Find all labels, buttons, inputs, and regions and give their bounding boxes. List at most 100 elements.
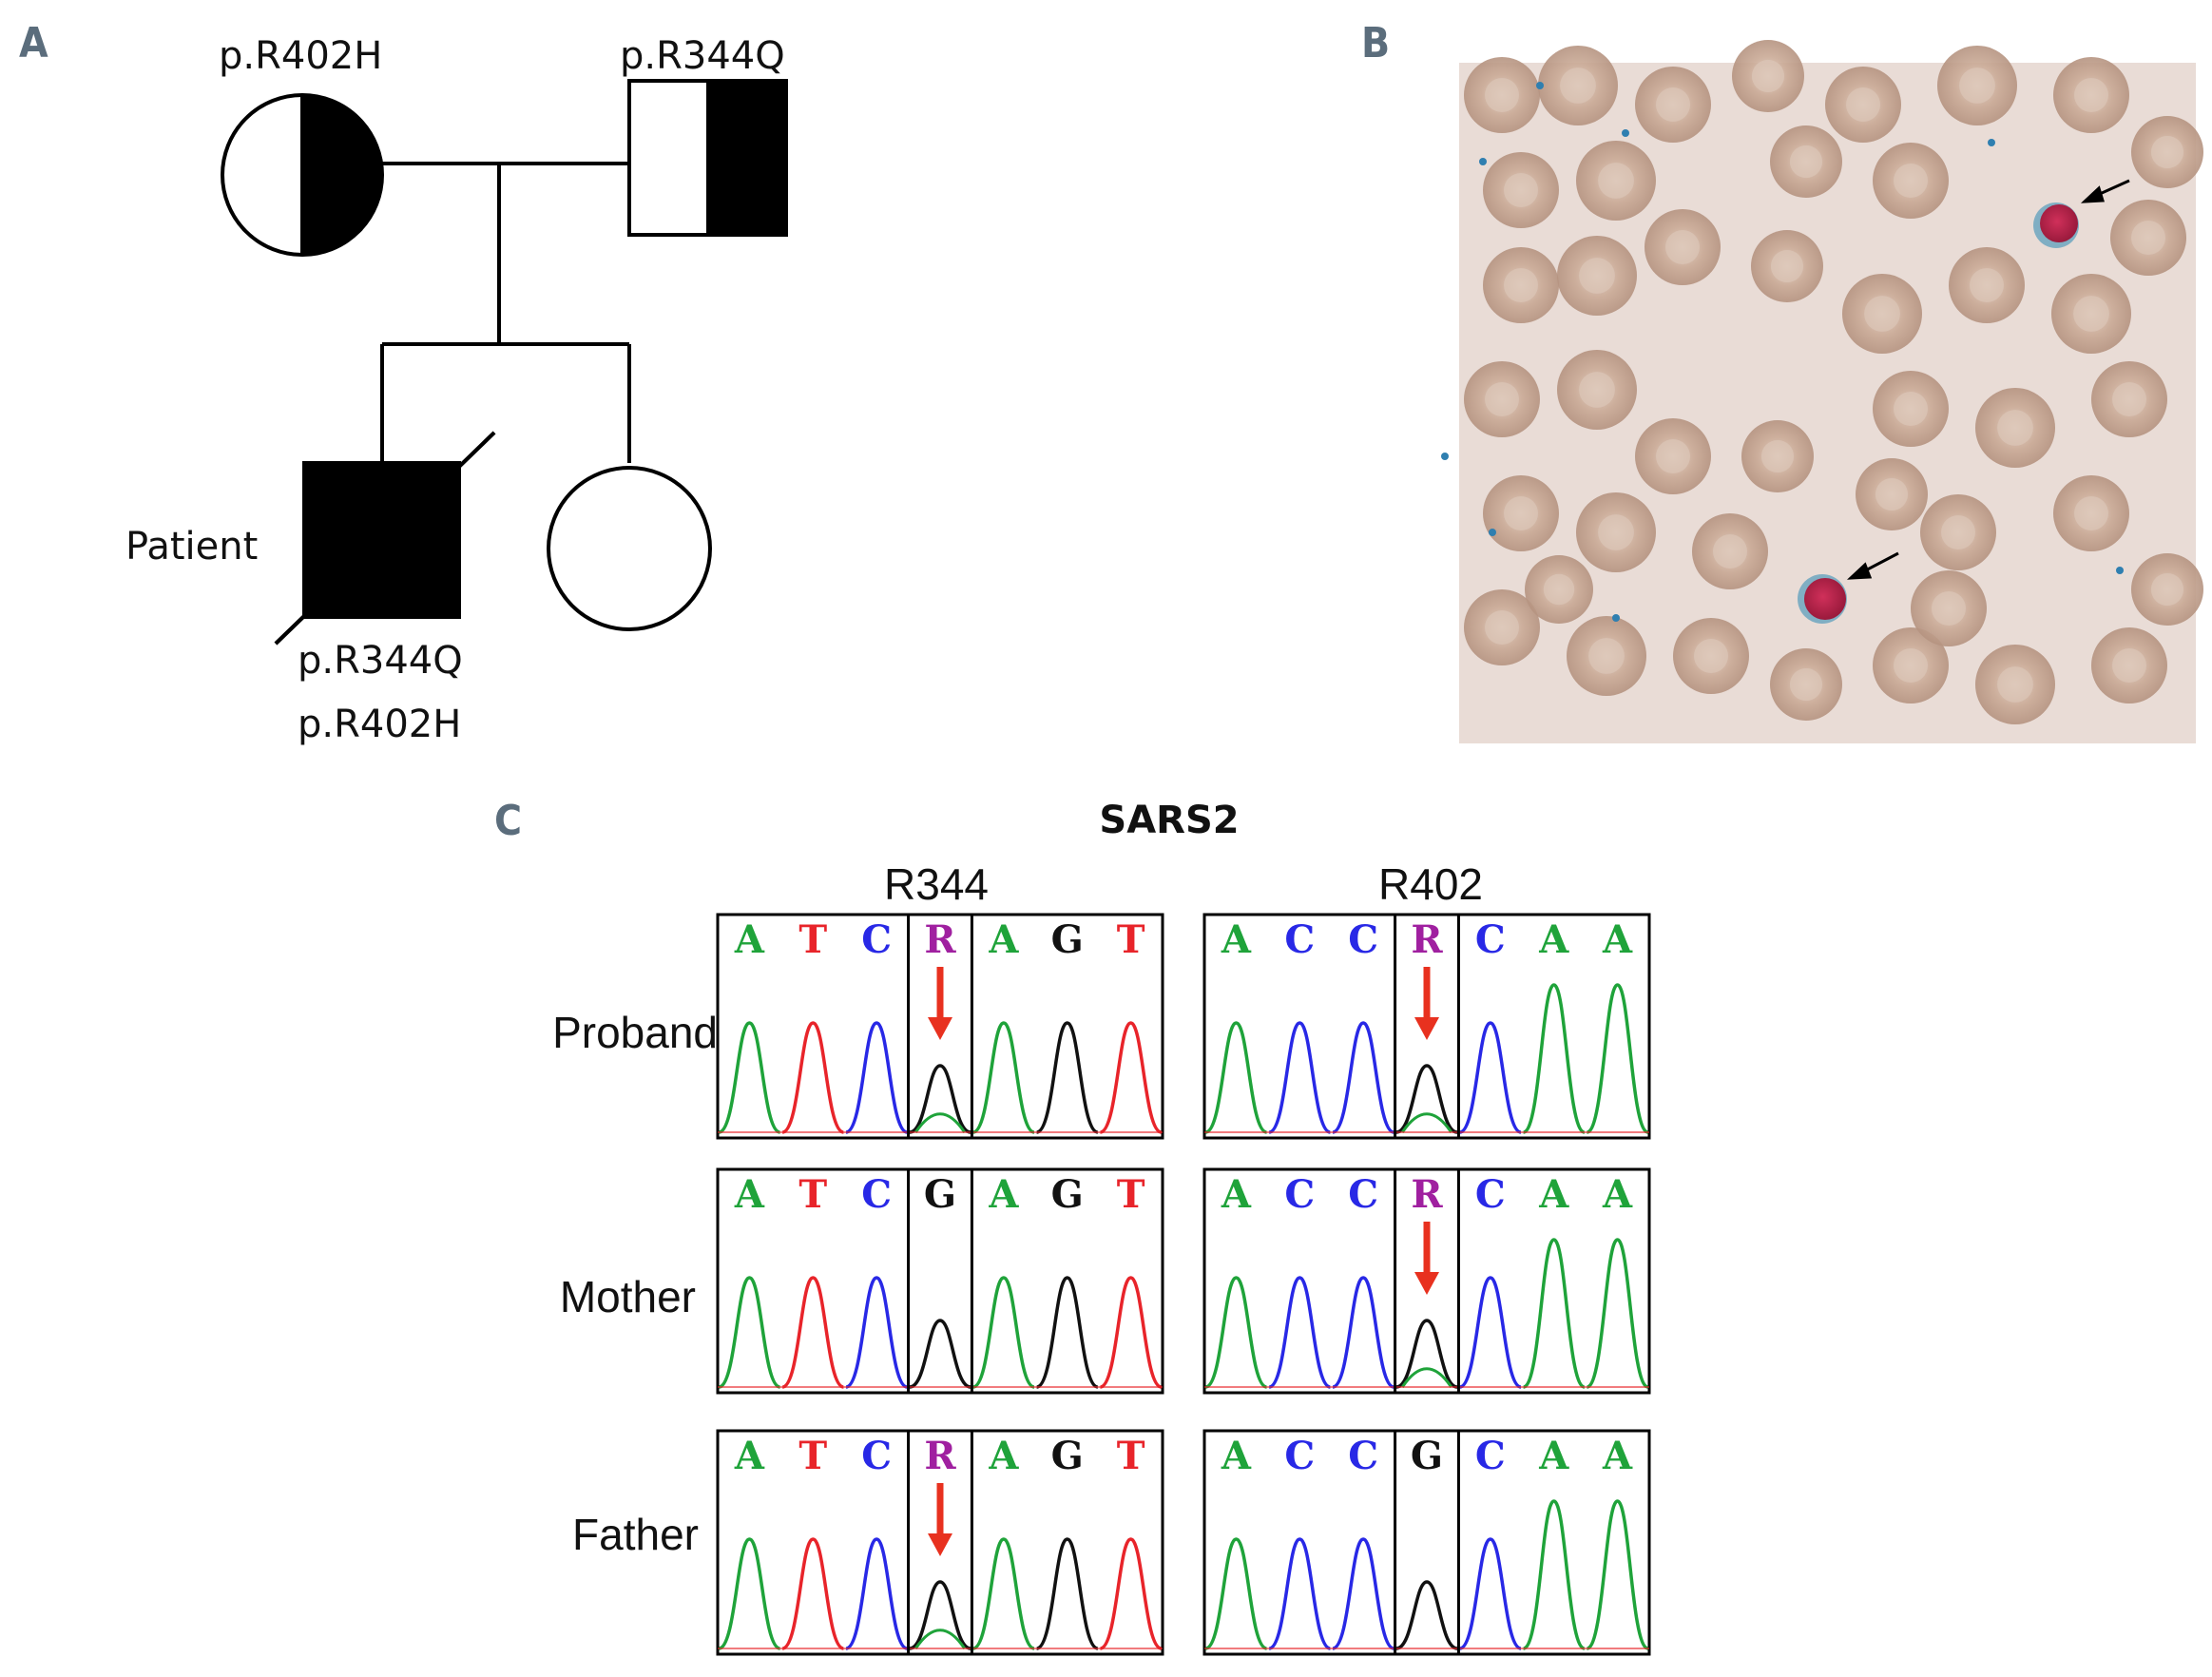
base-call-label: A [1538,1172,1569,1217]
pedigree [221,79,788,646]
ringed-sideroblast-lower [1798,574,1847,624]
trace-peak [1586,1238,1649,1389]
base-call-label: C [1284,917,1315,962]
trace-peak [781,1537,845,1650]
trace-peak [1586,1499,1649,1650]
base-call-label: C [1284,1434,1315,1478]
base-call-label: C [1348,1434,1378,1478]
arrow-down-icon [1414,1222,1439,1295]
trace-peak [1268,1537,1332,1650]
base-call-label: C [861,1172,892,1217]
trace-peak [718,1021,781,1134]
mother-symbol [221,93,384,257]
trace-peak [1099,1276,1163,1389]
base-call-label: G [1051,1434,1084,1478]
base-call-label: A [1602,1434,1633,1478]
base-call-label: G [1051,917,1084,962]
trace-peak [1586,983,1649,1134]
trace-peak [1268,1276,1332,1389]
chromatogram-frame [1202,1429,1651,1656]
base-call-label: R [924,917,956,962]
base-call-label: A [1602,917,1633,962]
trace-peak [1459,1021,1522,1134]
trace-peak [1035,1276,1099,1389]
trace-peak [1395,1580,1458,1650]
patient-variant-1: p.R344Q [298,639,463,683]
base-call-label: A [1538,917,1569,962]
base-call-label: C [1475,1172,1506,1217]
trace-peak [845,1537,908,1650]
base-call-label: C [1475,1434,1506,1478]
trace-peak [1268,1021,1332,1134]
trace-peak [1459,1537,1522,1650]
trace-peak [1099,1537,1163,1650]
row-label-father: Father [572,1510,699,1559]
father-symbol [627,79,788,237]
patient-label: Patient [125,525,258,569]
panel-letter-a: A [19,19,48,67]
trace-peak [718,1276,781,1389]
base-call-label: T [798,1434,827,1478]
base-call-label: C [1475,917,1506,962]
base-call-label: A [1602,1172,1633,1217]
base-call-label: R [1411,1172,1443,1217]
panel-letter-c: C [494,797,522,845]
trace-peak [1204,1537,1268,1650]
trace-peak [845,1276,908,1389]
deceased-slash [274,431,496,646]
base-call-label: C [861,1434,892,1478]
trace-peak [1522,983,1586,1134]
base-call-label: T [1117,1434,1145,1478]
base-call-label: R [924,1434,956,1478]
trace-peak [909,1064,971,1134]
arrow-icon [2080,179,2130,203]
panel-letter-b: B [1361,19,1390,67]
base-call-label: A [988,1434,1019,1478]
trace-peak [781,1021,845,1134]
trace-peak [1332,1276,1395,1389]
arrow-down-icon [1414,967,1439,1040]
trace-peak [1204,1276,1268,1389]
base-call-label: R [1411,917,1443,962]
trace-peak [1204,1021,1268,1134]
trace-peak [972,1537,1035,1650]
base-call-label: A [734,917,765,962]
base-call-label: T [798,917,827,962]
ringed-sideroblast-upper [2033,202,2079,248]
trace-peak [909,1319,971,1389]
trace-peak [1332,1537,1395,1650]
trace-minor-peak [1401,1367,1452,1388]
row-label-mother: Mother [560,1272,696,1321]
trace-minor-peak [914,1629,966,1649]
base-call-label: G [1411,1434,1443,1478]
trace-peak [909,1580,971,1650]
sister-symbol [547,466,712,631]
arrow-icon [1846,551,1899,580]
base-call-label: T [1117,1172,1145,1217]
father-variant-label: p.R344Q [620,34,785,78]
trace-peak [1332,1021,1395,1134]
trace-peak [1035,1021,1099,1134]
trace-peak [845,1021,908,1134]
trace-peak [1522,1238,1586,1389]
row-label-proband: Proband [552,1008,718,1057]
patient-variant-2: p.R402H [298,703,461,746]
trace-minor-peak [1401,1112,1452,1133]
base-call-label: G [1051,1172,1084,1217]
base-call-label: C [1348,917,1378,962]
base-call-label: T [798,1172,827,1217]
base-call-label: C [1284,1172,1315,1217]
base-call-label: A [1538,1434,1569,1478]
base-call-label: A [988,917,1019,962]
trace-peak [1459,1276,1522,1389]
trace-peak [1035,1537,1099,1650]
trace-peak [1395,1064,1458,1134]
base-call-label: A [1221,1434,1252,1478]
trace-peak [718,1537,781,1650]
base-call-label: A [1221,1172,1252,1217]
